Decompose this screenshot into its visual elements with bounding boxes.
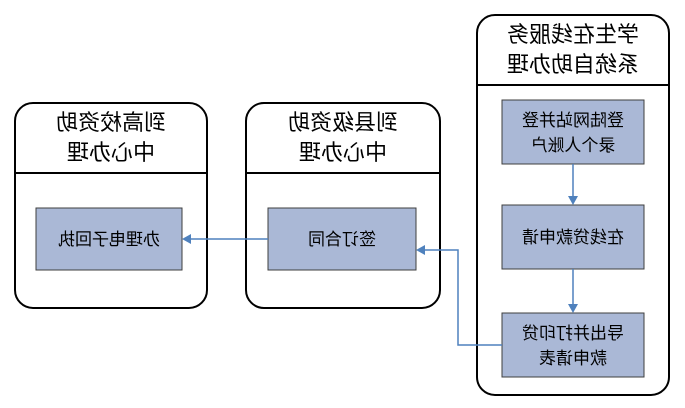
step-login-line-2: 录个人账户 xyxy=(531,136,616,156)
step-print-form: 导出并打印贷 款申请表 xyxy=(501,312,645,378)
step-apply-online-line-1: 在线贷款申请 xyxy=(522,228,624,248)
step-print-form-line-1: 导出并打印贷 xyxy=(522,324,624,344)
lane-county-title-line-2: 中心办理 xyxy=(299,141,387,166)
step-print-form-line-2: 款申请表 xyxy=(539,349,607,369)
lane-self-service-title-line-1: 学生在线服务 xyxy=(507,23,639,48)
lane-school-title-line-1: 到高校资助 xyxy=(56,111,166,136)
step-login-line-1: 登陆网站并登 xyxy=(522,111,624,131)
connector-sign-to-receipt xyxy=(182,234,268,244)
step-login: 登陆网站并登 录个人账户 xyxy=(501,99,645,165)
step-sign-contract-line-1: 签订合同 xyxy=(308,230,376,250)
connector-login-to-apply xyxy=(568,164,578,205)
connector-print-to-sign xyxy=(416,245,502,346)
step-receipt: 办理电子回执 xyxy=(35,207,183,271)
lane-county: 到县级资助 中心办理 xyxy=(245,102,441,309)
step-receipt-line-1: 办理电子回执 xyxy=(58,230,160,250)
lane-school-title-line-2: 中心办理 xyxy=(67,141,155,166)
connector-apply-to-print xyxy=(568,269,578,313)
step-apply-online: 在线贷款申请 xyxy=(501,204,645,270)
step-sign-contract: 签订合同 xyxy=(267,207,417,271)
lane-school: 到高校资助 中心办理 xyxy=(14,102,208,309)
lane-self-service-title-line-2: 系统自助办理 xyxy=(507,53,639,78)
lane-county-title-line-1: 到县级资助 xyxy=(288,111,398,136)
